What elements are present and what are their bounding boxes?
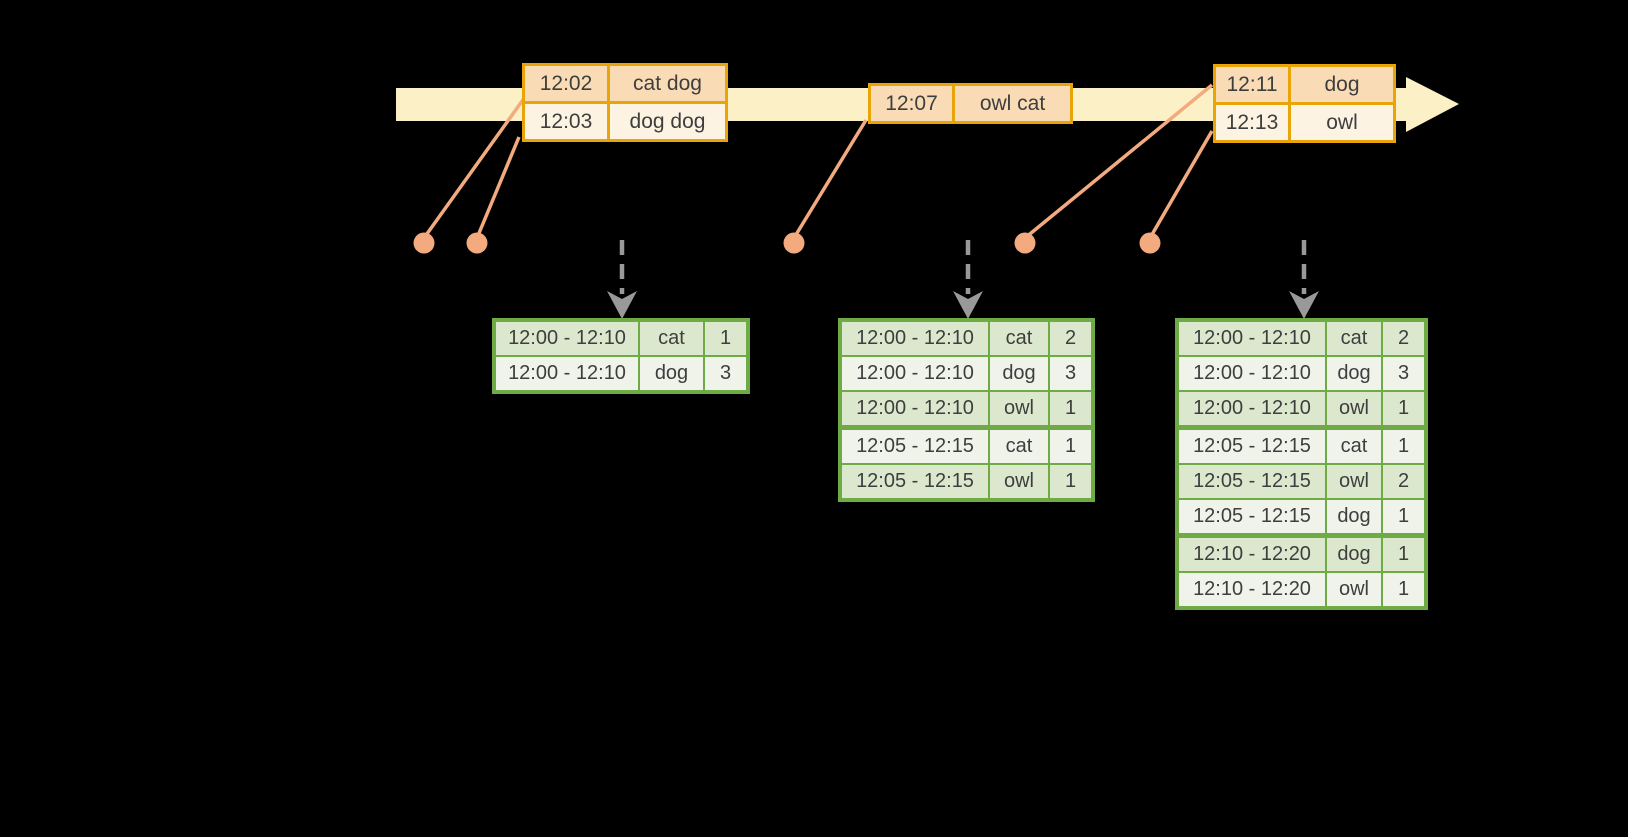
table-row: 12:00 - 12:10 dog 3 bbox=[496, 357, 746, 390]
event-table-1: 12:02 cat dog 12:03 dog dog bbox=[522, 63, 728, 142]
word-cell: dog bbox=[1327, 500, 1381, 533]
word-cell: dog bbox=[1327, 538, 1381, 571]
word-cell: dog bbox=[990, 357, 1048, 390]
word-cell: owl bbox=[1327, 573, 1381, 606]
window-cell: 12:00 - 12:10 bbox=[1179, 357, 1325, 390]
table-row: 12:00 - 12:10 owl 1 bbox=[842, 392, 1091, 425]
event-dot-icon bbox=[466, 232, 488, 254]
event-time: 12:07 bbox=[871, 86, 952, 121]
event-time: 12:13 bbox=[1216, 105, 1288, 140]
window-cell: 12:00 - 12:10 bbox=[496, 322, 638, 355]
event-words: owl bbox=[1291, 105, 1393, 140]
trigger-arrow-icon bbox=[1289, 240, 1319, 319]
event-words: owl cat bbox=[955, 86, 1070, 121]
window-cell: 12:05 - 12:15 bbox=[1179, 465, 1325, 498]
word-cell: owl bbox=[1327, 465, 1381, 498]
table-row: 12:05 - 12:15 dog 1 bbox=[1179, 500, 1424, 533]
result-table-2: 12:00 - 12:10 cat 2 12:00 - 12:10 dog 3 … bbox=[838, 318, 1095, 502]
table-row: 12:05 - 12:15 cat 1 bbox=[842, 430, 1091, 463]
word-cell: dog bbox=[640, 357, 703, 390]
word-cell: cat bbox=[990, 322, 1048, 355]
event-connector-line bbox=[422, 95, 527, 240]
count-cell: 1 bbox=[1383, 573, 1424, 606]
window-cell: 12:00 - 12:10 bbox=[1179, 392, 1325, 425]
table-row: 12:00 - 12:10 cat 2 bbox=[1179, 322, 1424, 355]
event-connector-line bbox=[1023, 83, 1214, 240]
count-cell: 1 bbox=[1383, 500, 1424, 533]
event-dot-icon bbox=[1014, 232, 1036, 254]
window-cell: 12:00 - 12:10 bbox=[842, 392, 988, 425]
window-cell: 12:10 - 12:20 bbox=[1179, 538, 1325, 571]
count-cell: 2 bbox=[1383, 465, 1424, 498]
event-table-3: 12:11 dog 12:13 owl bbox=[1213, 64, 1396, 143]
count-cell: 1 bbox=[1383, 392, 1424, 425]
word-cell: owl bbox=[990, 465, 1048, 498]
event-connector-line bbox=[792, 119, 868, 239]
word-cell: owl bbox=[1327, 392, 1381, 425]
word-cell: owl bbox=[990, 392, 1048, 425]
table-row: 12:00 - 12:10 dog 3 bbox=[1179, 357, 1424, 390]
count-cell: 1 bbox=[1050, 430, 1091, 463]
table-row: 12:05 - 12:15 cat 1 bbox=[1179, 430, 1424, 463]
table-row: 12:00 - 12:10 cat 2 bbox=[842, 322, 1091, 355]
count-cell: 2 bbox=[1383, 322, 1424, 355]
count-cell: 1 bbox=[1383, 538, 1424, 571]
result-table-1: 12:00 - 12:10 cat 1 12:00 - 12:10 dog 3 bbox=[492, 318, 750, 394]
event-words: dog dog bbox=[610, 104, 725, 139]
trigger-arrow-icon bbox=[607, 240, 637, 319]
word-cell: cat bbox=[640, 322, 703, 355]
event-words: cat dog bbox=[610, 66, 725, 101]
count-cell: 2 bbox=[1050, 322, 1091, 355]
event-connector-line bbox=[475, 136, 521, 239]
table-row: 12:10 - 12:20 dog 1 bbox=[1179, 538, 1424, 571]
table-row: 12:10 - 12:20 owl 1 bbox=[1179, 573, 1424, 606]
table-row: 12:05 - 12:15 owl 1 bbox=[842, 465, 1091, 498]
count-cell: 1 bbox=[1383, 430, 1424, 463]
count-cell: 3 bbox=[1383, 357, 1424, 390]
count-cell: 3 bbox=[705, 357, 746, 390]
event-words: dog bbox=[1291, 67, 1393, 102]
event-time: 12:02 bbox=[525, 66, 607, 101]
window-cell: 12:05 - 12:15 bbox=[1179, 500, 1325, 533]
table-row: 12:00 - 12:10 cat 1 bbox=[496, 322, 746, 355]
window-cell: 12:00 - 12:10 bbox=[1179, 322, 1325, 355]
trigger-arrow-icon bbox=[953, 240, 983, 319]
count-cell: 1 bbox=[1050, 392, 1091, 425]
window-cell: 12:00 - 12:10 bbox=[842, 357, 988, 390]
word-cell: dog bbox=[1327, 357, 1381, 390]
window-cell: 12:05 - 12:15 bbox=[842, 465, 988, 498]
window-cell: 12:00 - 12:10 bbox=[496, 357, 638, 390]
event-connector-line bbox=[1148, 130, 1214, 239]
table-row: 12:00 - 12:10 owl 1 bbox=[1179, 392, 1424, 425]
event-table-2: 12:07 owl cat bbox=[868, 83, 1073, 124]
event-time: 12:03 bbox=[525, 104, 607, 139]
event-dot-icon bbox=[1139, 232, 1161, 254]
event-time: 12:11 bbox=[1216, 67, 1288, 102]
event-dot-icon bbox=[783, 232, 805, 254]
word-cell: cat bbox=[1327, 322, 1381, 355]
word-cell: cat bbox=[990, 430, 1048, 463]
window-cell: 12:05 - 12:15 bbox=[1179, 430, 1325, 463]
window-cell: 12:10 - 12:20 bbox=[1179, 573, 1325, 606]
word-cell: cat bbox=[1327, 430, 1381, 463]
table-row: 12:05 - 12:15 owl 2 bbox=[1179, 465, 1424, 498]
count-cell: 1 bbox=[705, 322, 746, 355]
count-cell: 1 bbox=[1050, 465, 1091, 498]
window-cell: 12:00 - 12:10 bbox=[842, 322, 988, 355]
event-dot-icon bbox=[413, 232, 435, 254]
result-table-3: 12:00 - 12:10 cat 2 12:00 - 12:10 dog 3 … bbox=[1175, 318, 1428, 610]
table-row: 12:00 - 12:10 dog 3 bbox=[842, 357, 1091, 390]
count-cell: 3 bbox=[1050, 357, 1091, 390]
window-cell: 12:05 - 12:15 bbox=[842, 430, 988, 463]
